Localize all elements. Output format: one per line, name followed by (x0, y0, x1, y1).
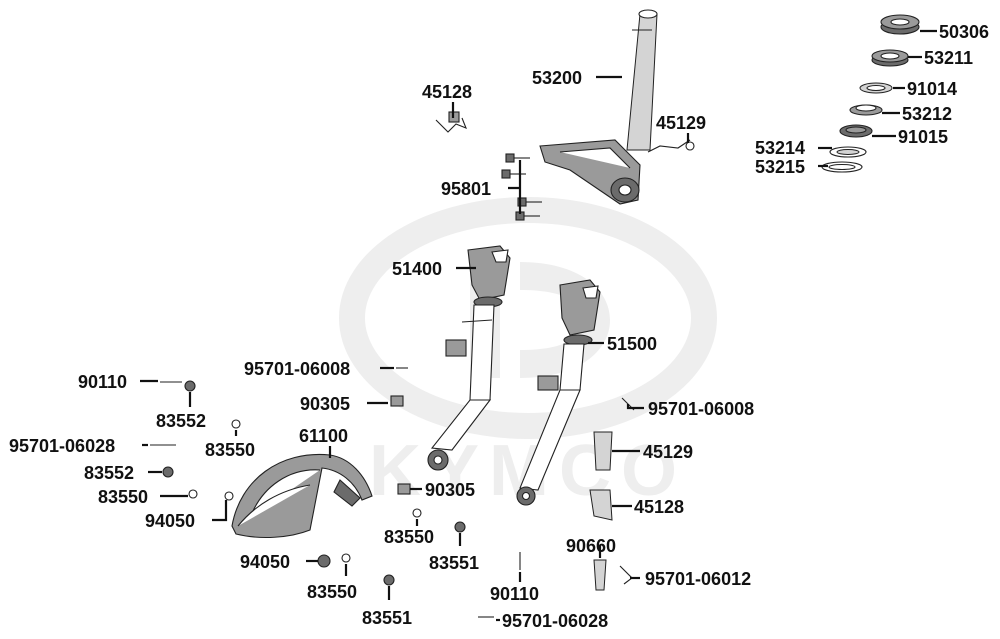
label-51400: 51400 (392, 259, 442, 279)
bolt-95701-06012 (619, 565, 633, 585)
label-95701-06008-left: 95701-06008 (244, 359, 350, 379)
label-53215: 53215 (755, 157, 805, 177)
label-95701-06012: 95701-06012 (645, 569, 751, 589)
label-90305-b: 90305 (425, 480, 475, 500)
locknut-50306 (880, 14, 920, 35)
fork-leg-left (427, 245, 511, 471)
clip-45128-top (435, 111, 467, 133)
label-91015: 91015 (898, 127, 948, 147)
part-labels: 50306 53211 91014 53212 91015 53214 5321… (9, 22, 989, 631)
fork-leg-right (516, 279, 601, 506)
label-83550-d: 83550 (307, 582, 357, 602)
leader-lines (140, 29, 937, 622)
label-53200: 53200 (532, 68, 582, 88)
clip-45128-bottom (589, 489, 613, 521)
label-51500: 51500 (607, 334, 657, 354)
label-90305-a: 90305 (300, 394, 350, 414)
label-94050-a: 94050 (145, 511, 195, 531)
label-83552-b: 83552 (84, 463, 134, 483)
nut-83551-b (383, 574, 395, 586)
clamp-90305-a (390, 395, 404, 407)
kymco-watermark: KYMCO (339, 197, 717, 511)
washer-94050-b (317, 554, 331, 568)
label-90660: 90660 (566, 536, 616, 556)
label-90110-left: 90110 (78, 372, 127, 392)
nut-83552-b (162, 466, 174, 478)
cone-53212 (849, 104, 883, 116)
washer-83550-a (231, 419, 241, 429)
label-50306: 50306 (939, 22, 989, 42)
label-94050-b: 94050 (240, 552, 290, 572)
nut-53211 (871, 49, 909, 67)
label-83551-b: 83551 (362, 608, 412, 628)
label-83550-b: 83550 (98, 487, 148, 507)
label-53212: 53212 (902, 104, 952, 124)
label-95701-06028-left: 95701-06028 (9, 436, 115, 456)
label-83550-c: 83550 (384, 527, 434, 547)
washer-94050-a (224, 491, 234, 501)
front-fender (231, 453, 373, 538)
label-61100: 61100 (299, 426, 348, 446)
fasteners (150, 367, 635, 618)
label-91014: 91014 (907, 79, 957, 99)
label-45128-top: 45128 (422, 82, 472, 102)
label-95701-06008-right: 95701-06008 (648, 399, 754, 419)
ball-race-91015 (839, 124, 873, 138)
label-90110-bottom: 90110 (490, 584, 539, 604)
label-53214: 53214 (755, 138, 805, 158)
washer-83550-d (341, 553, 351, 563)
label-95801: 95801 (441, 179, 491, 199)
washer-83550-c (412, 508, 422, 518)
label-83550-a: 83550 (205, 440, 255, 460)
washer-53214 (829, 146, 867, 158)
clip-90660 (593, 559, 607, 591)
bearing-stack (821, 14, 920, 173)
label-83551-a: 83551 (429, 553, 479, 573)
clip-45129-bottom (593, 431, 613, 471)
washer-83550-b (188, 489, 198, 499)
nut-83552-a (184, 380, 196, 392)
steering-stem (539, 9, 658, 205)
bolts-95801 (501, 153, 542, 221)
label-53211: 53211 (924, 48, 973, 68)
label-45129-bottom: 45129 (643, 442, 693, 462)
nut-83551-a (454, 521, 466, 533)
label-95701-06028-bottom: 95701-06028 (502, 611, 608, 631)
label-83552-a: 83552 (156, 411, 206, 431)
label-45129-top: 45129 (656, 113, 706, 133)
label-45128-bottom: 45128 (634, 497, 684, 517)
clamp-90305-b (397, 483, 411, 495)
clip-45129-top (647, 139, 695, 153)
ball-race-91014 (859, 82, 893, 94)
